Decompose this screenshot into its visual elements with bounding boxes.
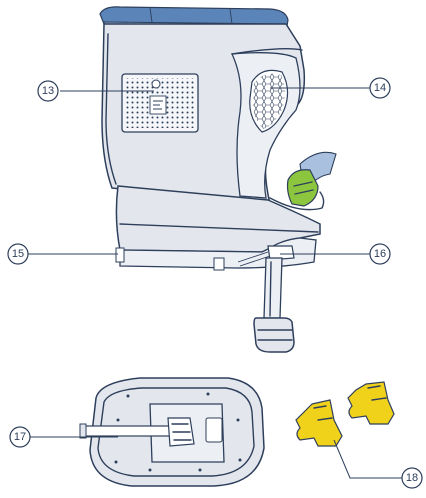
svg-text:14: 14 (374, 82, 386, 94)
base-indicator-right (214, 258, 224, 270)
svg-text:15: 15 (12, 248, 24, 260)
base-indicator-left (116, 248, 124, 262)
svg-text:16: 16 (374, 248, 386, 260)
svg-text:18: 18 (406, 472, 418, 484)
base-slot (206, 418, 222, 442)
svg-text:13: 13 (42, 85, 54, 97)
callout-15: 15 (8, 244, 118, 264)
support-leg (264, 258, 282, 318)
panel-button-icon (152, 80, 160, 88)
isofix-base-top-view (80, 378, 264, 486)
yellow-clip-pair (296, 382, 394, 446)
callout-18: 18 (334, 440, 422, 488)
car-seat-rear-view (100, 7, 336, 352)
svg-text:17: 17 (14, 431, 26, 443)
support-leg-foot (254, 318, 294, 352)
yellow-clip-right (348, 382, 394, 424)
